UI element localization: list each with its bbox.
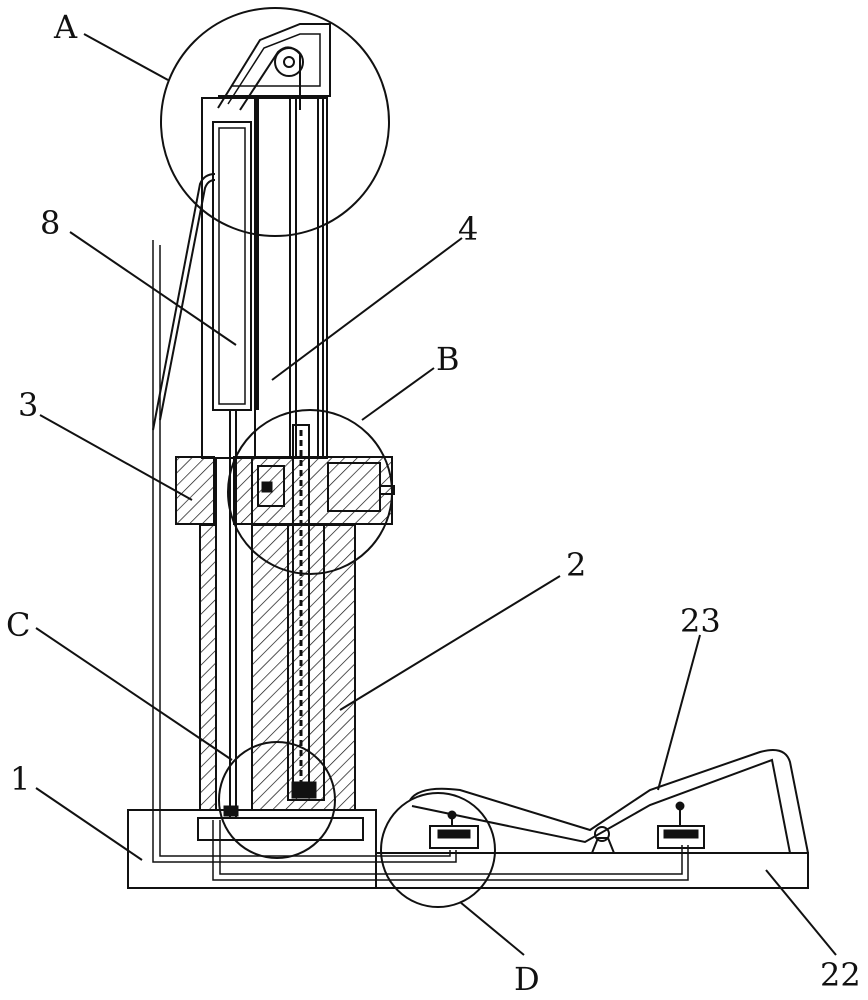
- leader-a: [83, 33, 169, 81]
- column-body: [199, 509, 356, 811]
- base-pipe-outer: [152, 240, 457, 863]
- base-inner-slot: [197, 817, 364, 841]
- cylinder-barrel: [212, 121, 252, 411]
- leader-b: [361, 367, 435, 421]
- leader-23: [657, 634, 701, 791]
- label-1: 1: [10, 760, 30, 798]
- base-pipe-inner: [159, 245, 451, 857]
- label-23: 23: [680, 602, 721, 640]
- column-hatched-left: [199, 524, 217, 811]
- post-outer-frame: [201, 97, 328, 459]
- leader-d: [459, 901, 525, 956]
- leader-c: [35, 627, 233, 761]
- pedal-pivot: [594, 826, 610, 842]
- left-hydraulic-pipe-2: [152, 173, 216, 431]
- pump-left-inner: [437, 829, 471, 839]
- leader-1: [35, 787, 143, 861]
- pump-right-head: [675, 801, 685, 811]
- pulley-cable: [239, 46, 301, 111]
- pump-left-head: [447, 810, 457, 820]
- leader-lines: [35, 33, 837, 956]
- detail-circle-c: [218, 741, 336, 859]
- leader-2: [339, 575, 561, 711]
- vertical-post: [201, 97, 328, 818]
- pedal-lever: [409, 749, 809, 854]
- pedal-lever-lower: [411, 758, 791, 854]
- pump-left-body: [429, 825, 479, 849]
- leader-8: [69, 231, 237, 346]
- motor-shaft: [379, 485, 395, 495]
- base-pipe-lower-inner: [219, 820, 683, 875]
- label-3: 3: [18, 386, 38, 424]
- hydraulic-cylinder: [212, 98, 259, 817]
- leader-3: [39, 414, 193, 501]
- left-hydraulic-pipe: [159, 179, 216, 421]
- pedal-pivot-mount: [591, 837, 615, 854]
- leader-4: [271, 237, 463, 381]
- screw-nut: [291, 781, 317, 799]
- label-4: 4: [458, 210, 478, 248]
- base-extension: [375, 852, 809, 889]
- pulley-axle: [283, 56, 295, 68]
- pump-right-inner: [663, 829, 699, 839]
- gear-box: [257, 465, 285, 507]
- support-block-left: [175, 456, 215, 525]
- label-b: B: [436, 340, 460, 378]
- label-22: 22: [820, 956, 861, 994]
- base-plate: [127, 809, 377, 889]
- detail-circle-d: [380, 792, 496, 908]
- label-2: 2: [566, 546, 586, 584]
- support-block: [175, 456, 395, 525]
- pulley-housing-inner: [227, 33, 321, 105]
- detail-circle-a: [160, 7, 390, 237]
- label-c: C: [6, 606, 30, 644]
- top-pulley: [217, 23, 331, 111]
- labels: A 8 4 B 3 2 C 23 1 D 22: [6, 8, 861, 998]
- label-8: 8: [40, 204, 60, 242]
- label-d: D: [514, 960, 540, 998]
- cylinder-foot: [223, 805, 239, 817]
- detail-circle-b: [227, 409, 393, 575]
- cylinder-inner: [218, 127, 246, 405]
- label-a: A: [53, 8, 78, 46]
- leader-22: [765, 869, 837, 956]
- foot-pedal: [409, 749, 809, 854]
- base-pipe-lower-outer: [212, 820, 689, 881]
- pulley-housing: [217, 23, 331, 109]
- gear-box-inner: [261, 481, 273, 493]
